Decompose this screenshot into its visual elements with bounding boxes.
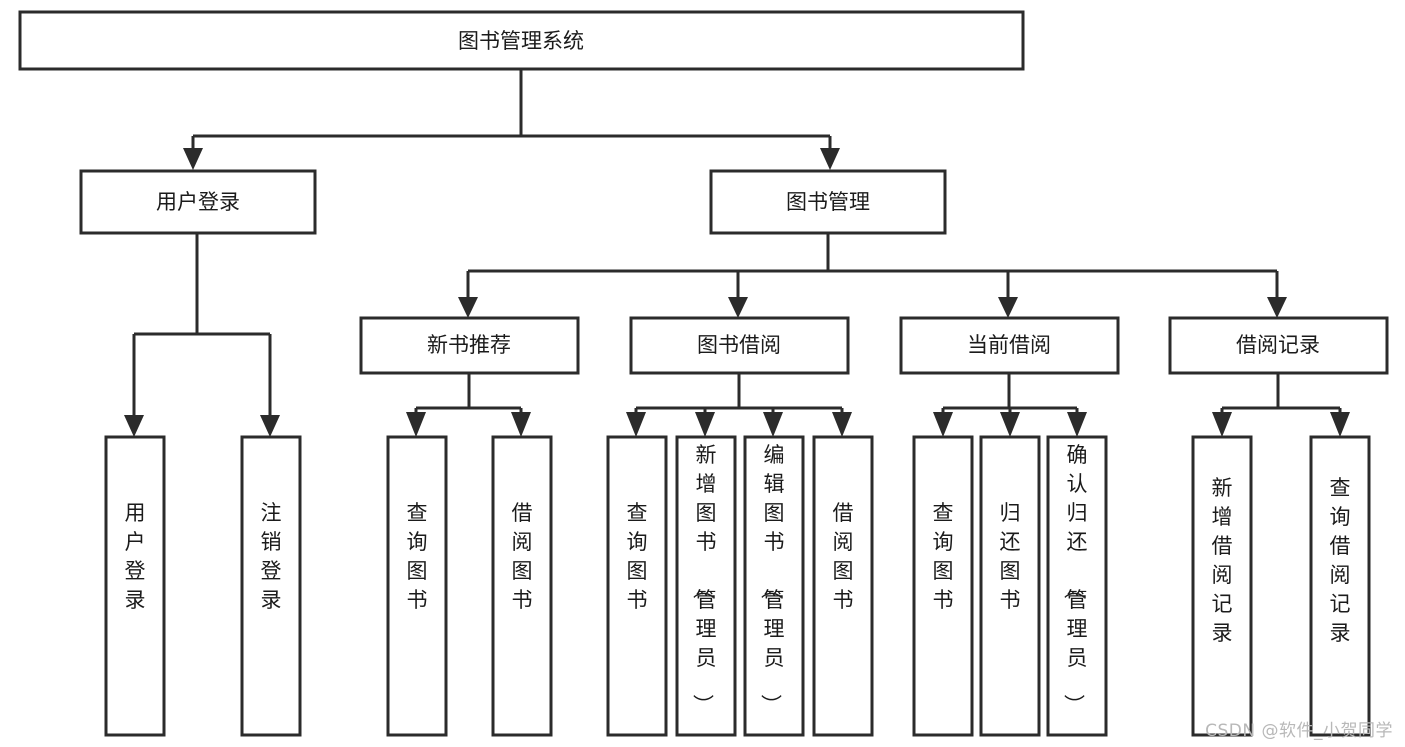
- arrow-newbook-l1: [406, 412, 426, 437]
- leaf-record-add[interactable]: 新增借阅记录: [1191, 435, 1253, 737]
- leaf-newbook-borrow-box[interactable]: [491, 435, 553, 737]
- arrow-bookmgmt-c4: [1267, 297, 1287, 318]
- node-book-borrow[interactable]: 图书借阅: [629, 316, 850, 375]
- arrow-bookmgmt-c2: [728, 297, 748, 318]
- arrow-userlogin-leaf1: [124, 415, 144, 437]
- leaf-current-query[interactable]: 查询图书: [912, 435, 974, 737]
- node-new-book-recommend-label: 新书推荐: [427, 333, 511, 357]
- arrow-userlogin-leaf2: [260, 415, 280, 437]
- leaf-record-query-label: 查询借阅记录: [1330, 476, 1351, 645]
- leaf-newbook-query-box[interactable]: [386, 435, 448, 737]
- node-current-borrow-label: 当前借阅: [967, 333, 1051, 357]
- arrow-record-l1: [1212, 412, 1232, 437]
- node-new-book-recommend-box[interactable]: [359, 316, 580, 375]
- leaf-current-return-label: 归还图书: [1000, 501, 1021, 612]
- node-user-login[interactable]: 用户登录: [79, 169, 317, 235]
- arrow-borrow-l1: [626, 412, 646, 437]
- leaf-record-query[interactable]: 查询借阅记录: [1309, 435, 1371, 737]
- arrow-current-l1: [933, 412, 953, 437]
- leaf-current-return-box[interactable]: [979, 435, 1041, 737]
- node-user-login-box[interactable]: [79, 169, 317, 235]
- leaf-user-login-logout-box[interactable]: [240, 435, 302, 737]
- node-book-borrow-box[interactable]: [629, 316, 850, 375]
- leaf-newbook-query-label: 查询图书: [407, 501, 428, 612]
- node-root-system-label: 图书管理系统: [458, 29, 584, 53]
- leaf-borrow-edit[interactable]: 编辑图书（管理员）: [743, 435, 805, 737]
- leaf-current-confirm-return[interactable]: 确认归还（管理员）: [1046, 435, 1108, 737]
- leaf-borrow-edit-box[interactable]: [743, 435, 805, 737]
- leaf-record-query-box[interactable]: [1309, 435, 1371, 737]
- node-current-borrow[interactable]: 当前借阅: [899, 316, 1120, 375]
- node-borrow-record-box[interactable]: [1168, 316, 1389, 375]
- leaf-current-confirm-return-label: 确认归还（管理员）: [1062, 443, 1088, 715]
- leaf-newbook-query[interactable]: 查询图书: [386, 435, 448, 737]
- arrow-newbook-l2: [511, 412, 531, 437]
- node-borrow-record[interactable]: 借阅记录: [1168, 316, 1389, 375]
- node-user-login-label: 用户登录: [156, 190, 240, 214]
- node-borrow-record-label: 借阅记录: [1236, 333, 1320, 357]
- leaf-current-query-box[interactable]: [912, 435, 974, 737]
- leaf-borrow-query-box[interactable]: [606, 435, 668, 737]
- leaf-current-confirm-return-box[interactable]: [1046, 435, 1108, 737]
- node-book-management-box[interactable]: [709, 169, 947, 235]
- node-root-system[interactable]: 图书管理系统: [18, 10, 1025, 71]
- leaf-borrow-add-box[interactable]: [675, 435, 737, 737]
- leaf-newbook-borrow[interactable]: 借阅图书: [491, 435, 553, 737]
- node-root-system-box[interactable]: [18, 10, 1025, 71]
- arrow-current-l2: [1000, 412, 1020, 437]
- node-new-book-recommend[interactable]: 新书推荐: [359, 316, 580, 375]
- leaf-user-login-login-label: 用户登录: [125, 501, 146, 612]
- arrow-bookmgmt-c3: [998, 297, 1018, 318]
- node-book-management[interactable]: 图书管理: [709, 169, 947, 235]
- leaf-record-add-box[interactable]: [1191, 435, 1253, 737]
- leaf-borrow-add-label: 新增图书（管理员）: [691, 443, 717, 715]
- leaf-user-login-logout[interactable]: 注销登录: [240, 435, 302, 737]
- leaf-user-login-login[interactable]: 用户登录: [104, 435, 166, 737]
- leaf-borrow-borrow-box[interactable]: [812, 435, 874, 737]
- connector-layer: [124, 69, 1350, 437]
- arrow-current-l3: [1067, 412, 1087, 437]
- arrow-borrow-l3: [763, 412, 783, 437]
- leaf-current-query-label: 查询图书: [933, 501, 954, 612]
- arrow-borrow-l4: [832, 412, 852, 437]
- leaf-borrow-query-label: 查询图书: [627, 501, 648, 612]
- node-book-borrow-label: 图书借阅: [697, 333, 781, 357]
- leaf-borrow-borrow-label: 借阅图书: [833, 501, 854, 612]
- arrow-record-l2: [1330, 412, 1350, 437]
- leaf-borrow-borrow[interactable]: 借阅图书: [812, 435, 874, 737]
- arrow-bookmgmt-c1: [458, 297, 478, 318]
- node-book-management-label: 图书管理: [786, 190, 870, 214]
- leaf-user-login-login-box[interactable]: [104, 435, 166, 737]
- leaf-current-return[interactable]: 归还图书: [979, 435, 1041, 737]
- arrow-root-to-book-mgmt: [820, 148, 840, 170]
- leaf-newbook-borrow-label: 借阅图书: [512, 501, 533, 612]
- arrow-borrow-l2: [695, 412, 715, 437]
- leaf-user-login-logout-label: 注销登录: [261, 501, 282, 612]
- leaf-borrow-query[interactable]: 查询图书: [606, 435, 668, 737]
- leaf-borrow-edit-label: 编辑图书（管理员）: [759, 443, 785, 715]
- arrow-root-to-user-login: [183, 148, 203, 170]
- node-current-borrow-box[interactable]: [899, 316, 1120, 375]
- leaf-borrow-add[interactable]: 新增图书（管理员）: [675, 435, 737, 737]
- leaf-record-add-label: 新增借阅记录: [1212, 476, 1233, 645]
